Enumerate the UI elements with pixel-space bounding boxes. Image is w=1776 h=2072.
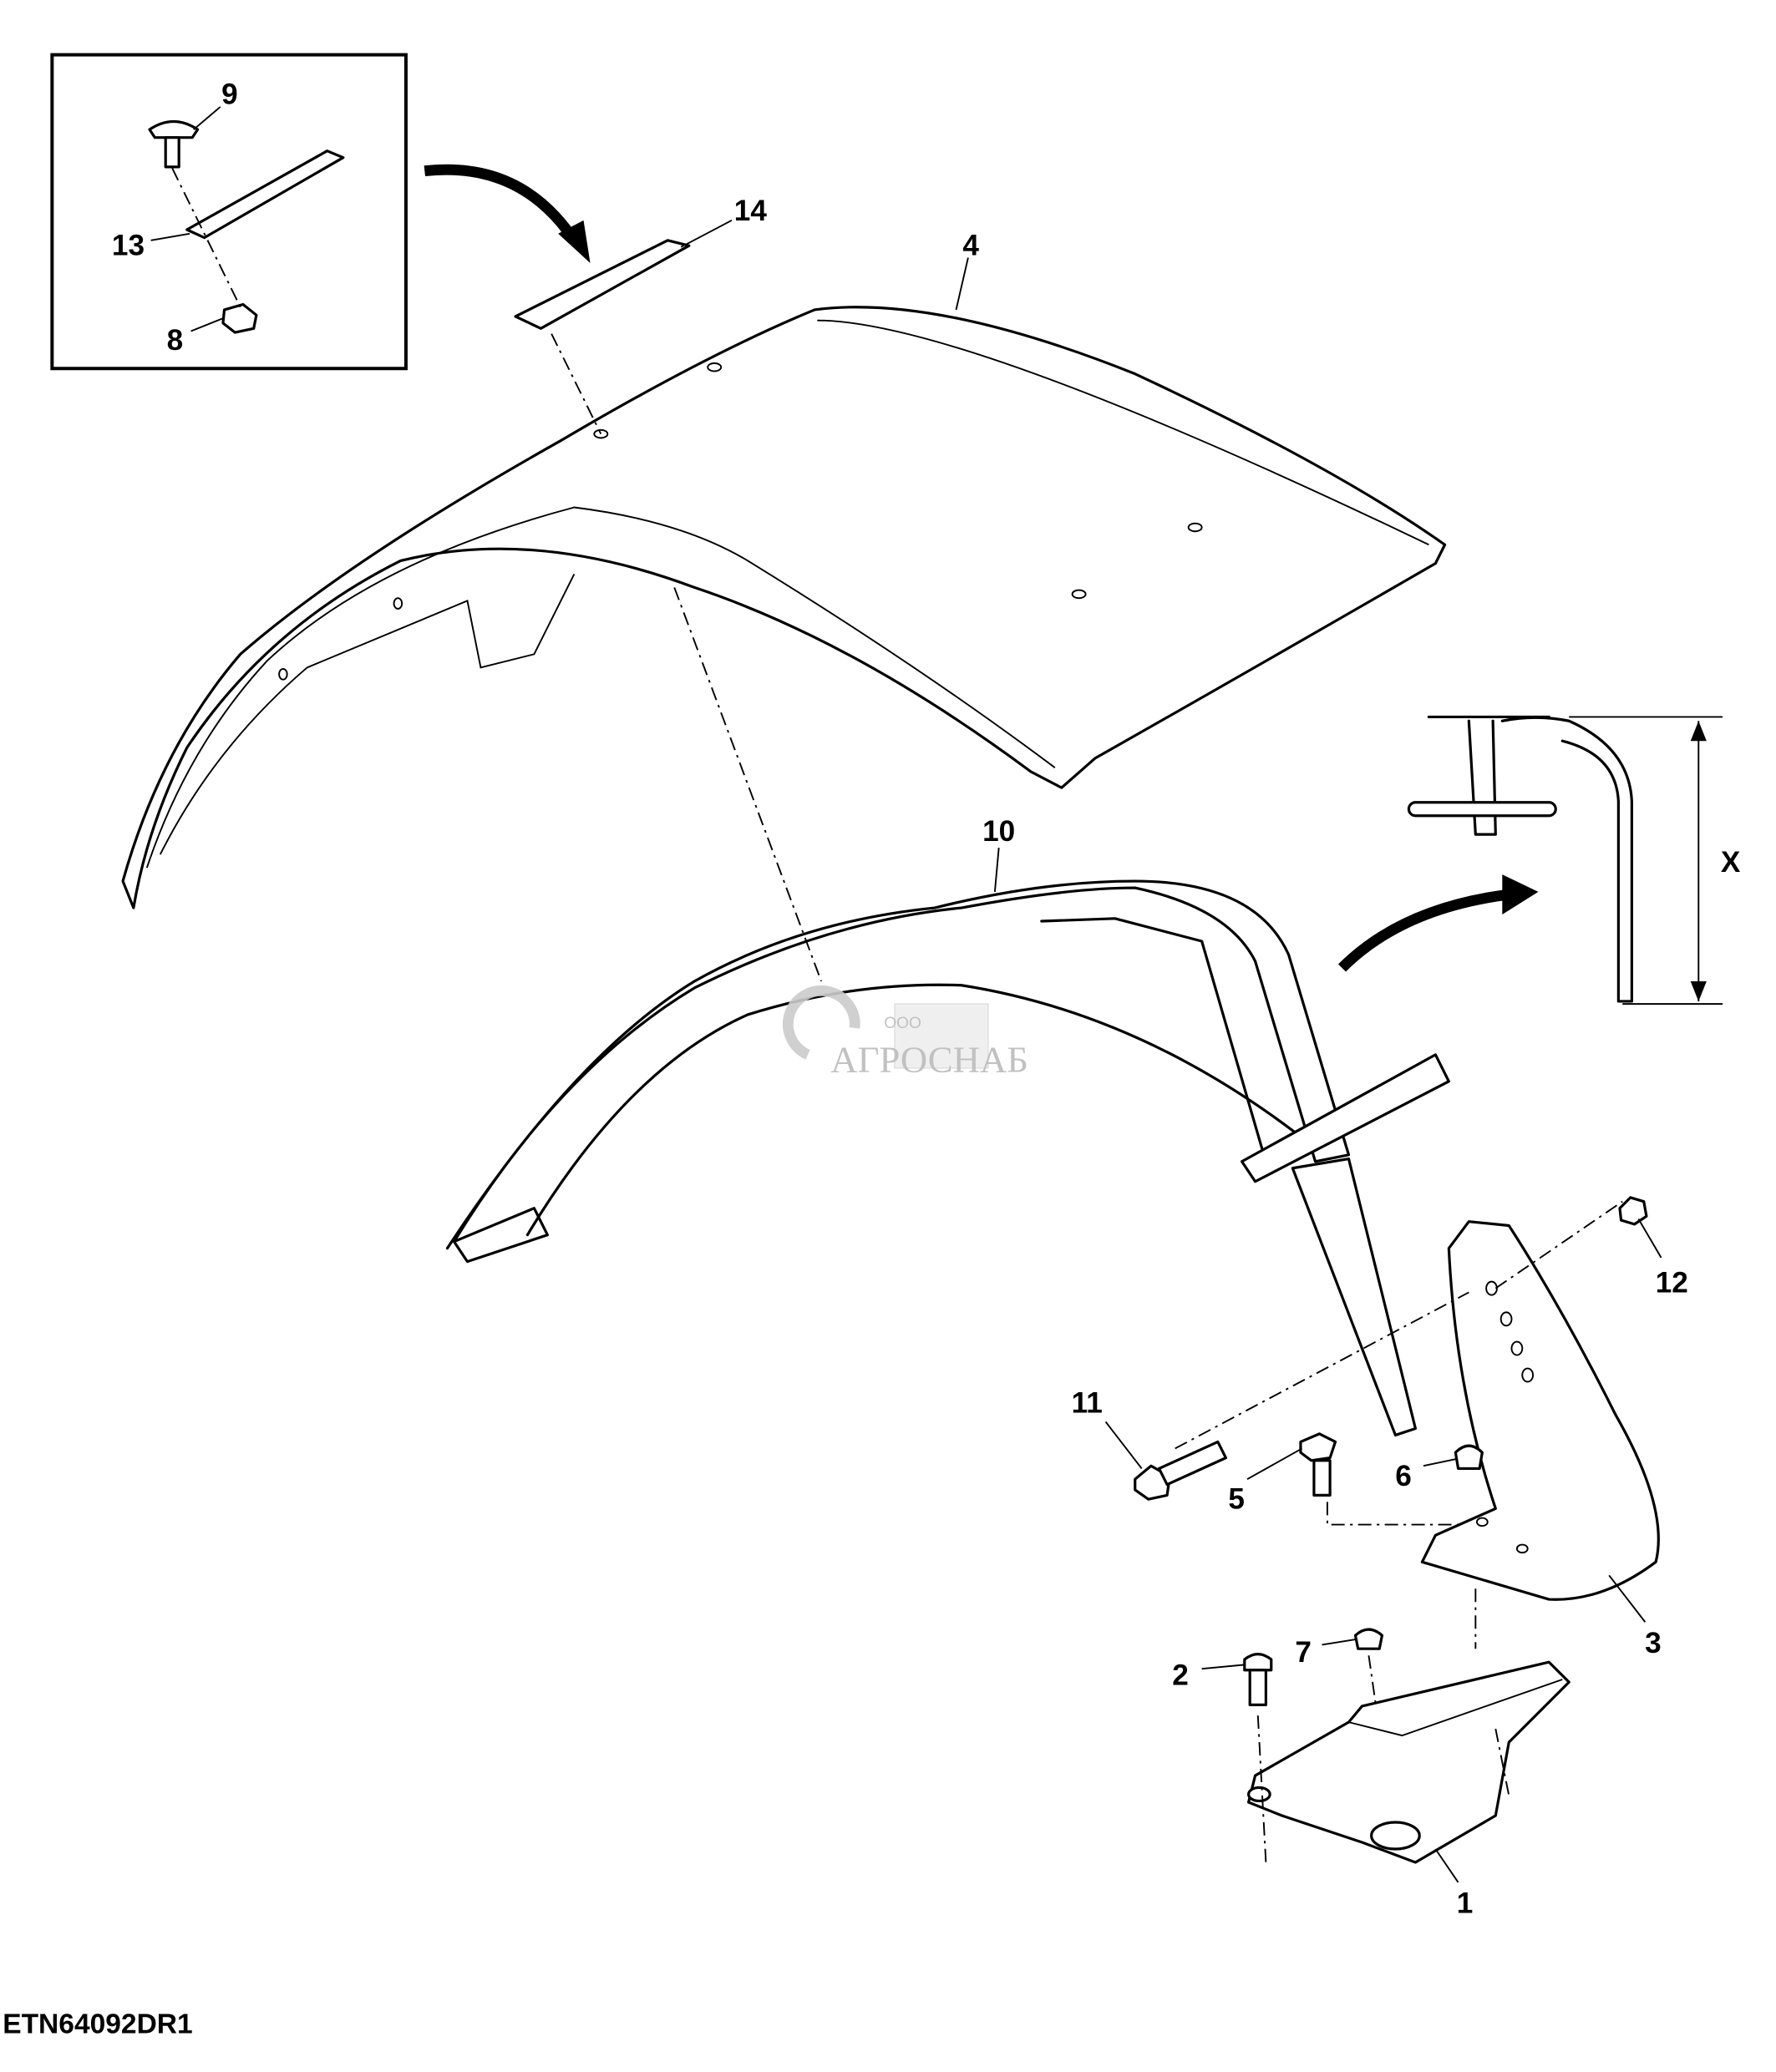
leader-lines [150, 106, 1662, 1883]
height-detail: X [1407, 715, 1741, 1006]
dimension-x-label: X [1721, 846, 1741, 879]
callout-12: 12 [1656, 1266, 1688, 1299]
callout-1: 1 [1457, 1887, 1474, 1920]
callout-6: 6 [1395, 1460, 1412, 1492]
mount-1 [1246, 1660, 1570, 1864]
plug-6 [1454, 1444, 1484, 1471]
agrosnab-watermark: ООО АГРОСНАБ [782, 985, 1028, 1081]
callout-9: 9 [221, 79, 238, 111]
nut-12 [1618, 1196, 1648, 1226]
callout-10: 10 [982, 815, 1015, 848]
callout-5: 5 [1228, 1482, 1245, 1515]
bolt-5 [1299, 1432, 1337, 1497]
figure-code: ETN64092DR1 [3, 2009, 193, 2040]
bolt-2 [1243, 1653, 1273, 1706]
inset-nut-8 [221, 302, 258, 334]
callout-11: 11 [1072, 1386, 1103, 1419]
callout-3: 3 [1645, 1627, 1662, 1659]
callout-4: 4 [962, 229, 979, 261]
plug-7 [1353, 1628, 1384, 1650]
callout-8: 8 [167, 324, 184, 357]
svg-text:ООО: ООО [884, 1015, 921, 1032]
bolt-11 [1134, 1440, 1228, 1501]
callout-14: 14 [734, 195, 768, 227]
inset-carriage-bolt-9 [148, 120, 200, 169]
callout-2: 2 [1172, 1659, 1189, 1691]
detail-inset-box [50, 53, 408, 371]
fender-4 [121, 306, 1447, 909]
svg-text:АГРОСНАБ: АГРОСНАБ [830, 1039, 1028, 1081]
callout-7: 7 [1295, 1636, 1312, 1669]
step-bracket-3 [1420, 1220, 1660, 1601]
callout-13: 13 [112, 229, 145, 261]
bracket-10 [445, 879, 1450, 1437]
curved-arrow-detail [1337, 889, 1510, 972]
inset-strap-13 [185, 149, 345, 240]
curved-arrow-inset [424, 164, 579, 244]
strap-14 [514, 239, 691, 330]
